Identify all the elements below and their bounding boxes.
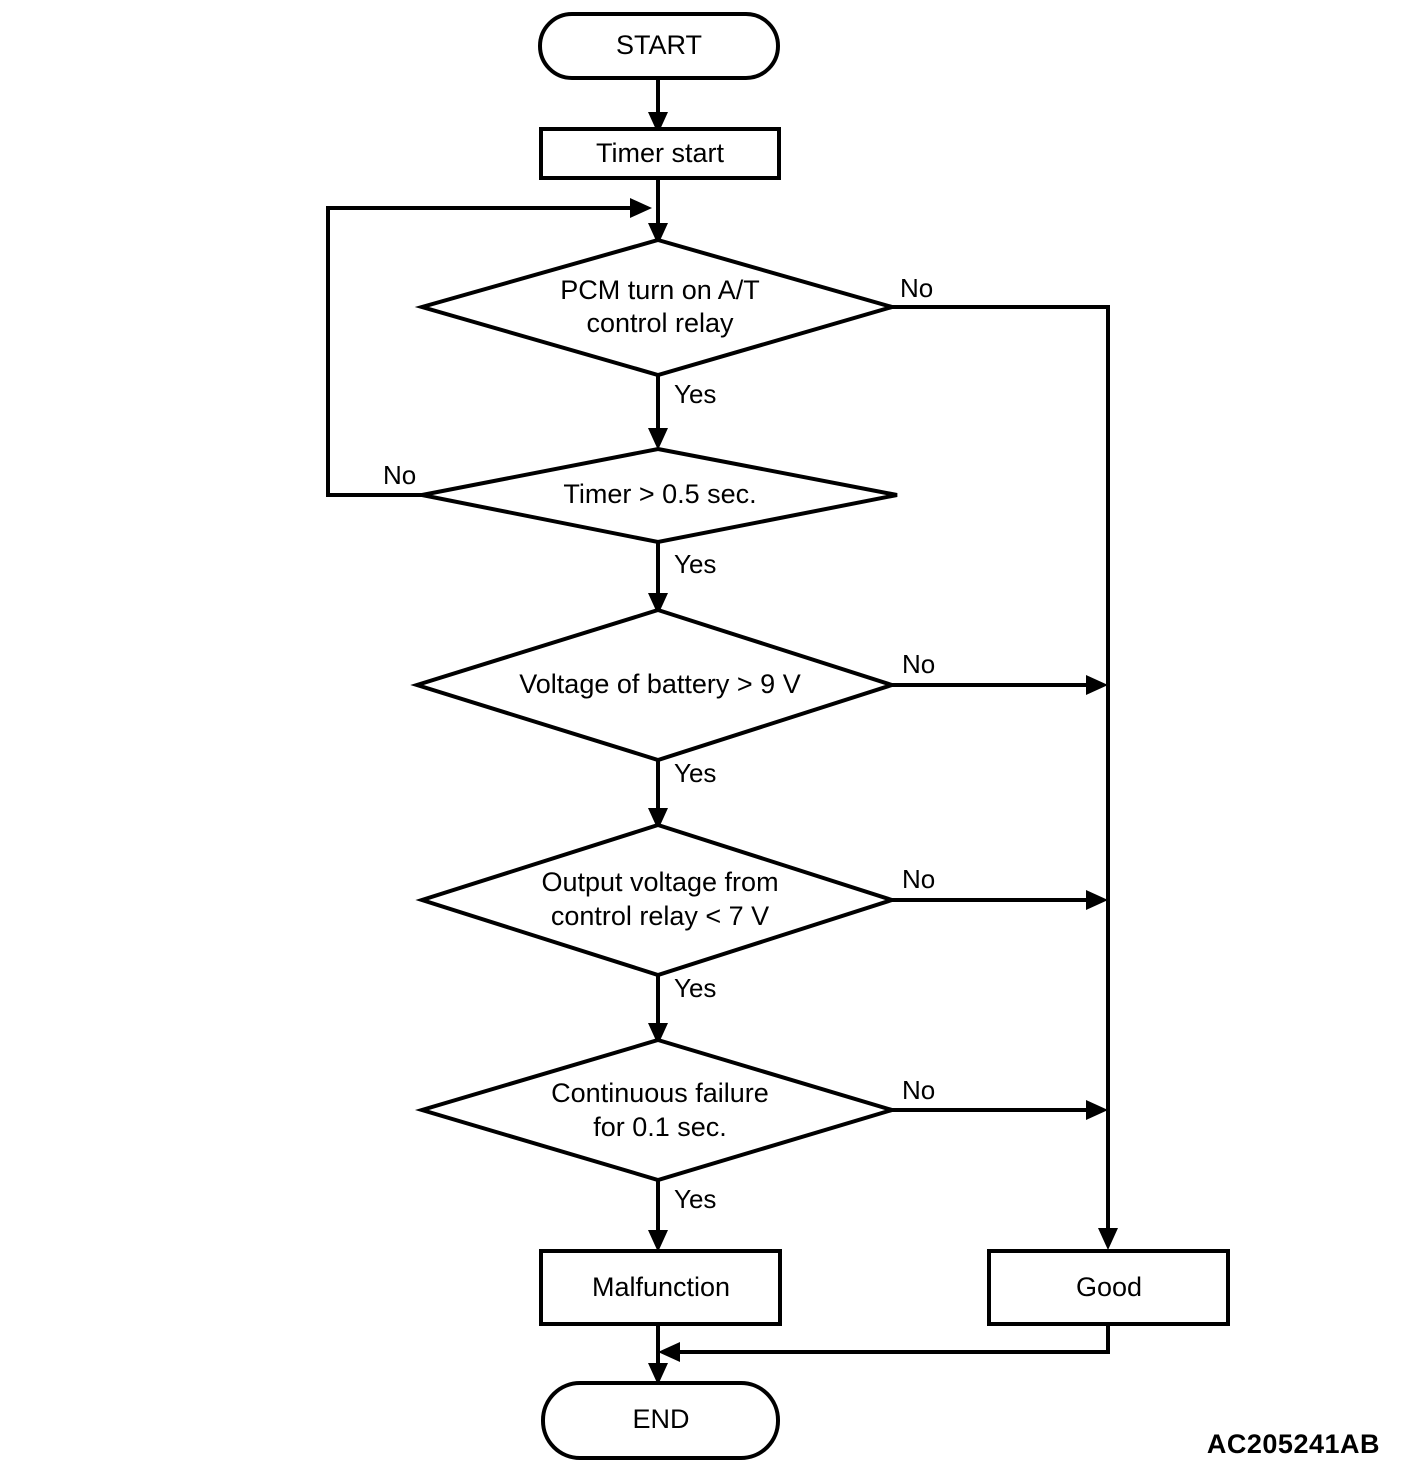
edge-label-d5-no: No [902, 1075, 935, 1105]
node-decision-battery-voltage[interactable]: Voltage of battery > 9 V [410, 607, 899, 763]
node-decision-timer-threshold[interactable]: Timer > 0.5 sec. [421, 446, 898, 545]
node-good[interactable]: Good [987, 1249, 1230, 1326]
node-end[interactable]: END [541, 1381, 780, 1460]
edge-d2-no-loopback [326, 198, 652, 497]
node-decision-continuous-failure[interactable]: Continuous failure for 0.1 sec. [414, 1037, 899, 1183]
node-decision-timer-label-line1: Timer > 0.5 sec. [563, 479, 756, 509]
edge-d1-yes-to-d2 [648, 375, 668, 450]
edge-malfunction-to-end [648, 1324, 668, 1385]
edge-label-d4-yes: Yes [674, 973, 716, 1003]
edge-d3-no-to-right-rail [892, 675, 1108, 695]
node-decision-output-voltage-label-line1: Output voltage from [541, 867, 778, 897]
node-malfunction[interactable]: Malfunction [539, 1249, 782, 1326]
edge-d5-no-to-right-rail [892, 1100, 1108, 1120]
edge-d5-yes-to-malfunction [648, 1180, 668, 1252]
node-decision-continuous-failure-label-line2: for 0.1 sec. [593, 1112, 727, 1142]
node-malfunction-label: Malfunction [592, 1272, 730, 1302]
node-end-label: END [632, 1404, 689, 1434]
edge-label-d1-yes: Yes [674, 379, 716, 409]
node-start[interactable]: START [538, 12, 780, 80]
node-decision-pcm-label-line2: control relay [586, 308, 734, 338]
node-decision-output-voltage[interactable]: Output voltage from control relay < 7 V [415, 822, 899, 978]
node-good-label: Good [1076, 1272, 1142, 1302]
edge-label-d3-yes: Yes [674, 758, 716, 788]
node-decision-pcm-turn-on-relay[interactable]: PCM turn on A/T control relay [414, 237, 900, 378]
edge-good-to-end [658, 1324, 1110, 1362]
node-decision-pcm-label-line1: PCM turn on A/T [560, 275, 760, 305]
edge-d4-no-to-right-rail [892, 890, 1108, 910]
edge-timer-start-to-d1 [648, 178, 668, 245]
edge-label-d2-yes: Yes [674, 549, 716, 579]
edge-label-d2-no: No [383, 460, 416, 490]
reference-code: AC205241AB [1206, 1429, 1380, 1459]
edge-d3-yes-to-d4 [648, 760, 668, 830]
edge-label-d5-yes: Yes [674, 1184, 716, 1214]
edge-d1-no-to-right-rail [892, 305, 1118, 1250]
node-timer-start[interactable]: Timer start [539, 127, 781, 180]
edge-d4-yes-to-d5 [648, 975, 668, 1045]
edge-label-d1-no: No [900, 273, 933, 303]
node-decision-continuous-failure-label-line1: Continuous failure [551, 1078, 769, 1108]
node-decision-output-voltage-label-line2: control relay < 7 V [551, 901, 769, 931]
edge-label-d3-no: No [902, 649, 935, 679]
node-decision-battery-label-line1: Voltage of battery > 9 V [519, 669, 800, 699]
edge-start-to-timer-start [648, 78, 668, 134]
node-timer-start-label: Timer start [596, 138, 724, 168]
edge-label-d4-no: No [902, 864, 935, 894]
node-start-label: START [616, 30, 702, 60]
edge-d2-yes-to-d3 [648, 542, 668, 615]
